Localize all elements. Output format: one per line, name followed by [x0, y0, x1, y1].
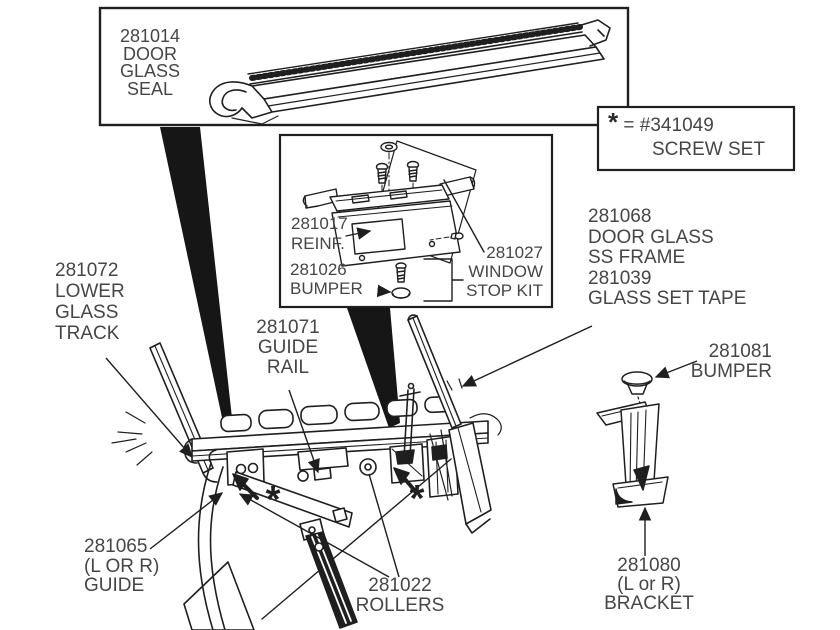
part-name: SCREW SET — [652, 139, 765, 160]
leader-guide-rail — [288, 389, 320, 474]
leader-lines — [105, 325, 698, 578]
roller-right — [359, 458, 377, 476]
part-number: 281068 — [588, 206, 652, 227]
asterisk-symbol: * — [608, 107, 619, 137]
callout-reinforcement: 281017 REINF. — [291, 214, 348, 254]
screw-marker-asterisk-right: * — [410, 478, 425, 520]
callout-window-stop-kit: 281027 WINDOW STOP KIT — [443, 243, 543, 300]
reinf-arrow — [345, 227, 372, 240]
burst-lines-left — [111, 411, 153, 466]
regulator-arms — [232, 458, 452, 629]
screw-markers: * * — [232, 467, 425, 521]
leader-rollers-left — [238, 493, 390, 578]
part-name: BUMPER — [690, 361, 772, 382]
upper-bumper-part — [621, 371, 653, 387]
part-number: 281039 — [588, 267, 652, 289]
part-name: REINF. — [291, 234, 345, 253]
part-number: 281026 — [290, 260, 347, 279]
part-number: 281071 — [256, 317, 320, 338]
guide-illustration — [183, 449, 255, 630]
callout-door-glass-seal: 281014 DOOR GLASS SEAL — [103, 26, 197, 98]
leader-lower-glass-track — [105, 357, 193, 459]
screw-set-box — [596, 105, 796, 172]
part-number: 281027 — [486, 243, 543, 262]
part-number: 281014 — [119, 26, 181, 46]
stop-post — [399, 382, 421, 459]
part-number: 281017 — [291, 214, 348, 233]
part-number: 281081 — [708, 341, 772, 362]
part-name: ROLLERS — [355, 595, 445, 616]
stop-kit-diagonal-leader — [443, 179, 485, 253]
regulator-assembly-illustration: * * — [111, 314, 502, 630]
stop-bumper-arrow — [376, 284, 392, 298]
callout-rollers: 281022 ROLLERS — [345, 576, 455, 616]
window-stop-kit-illustration — [302, 140, 485, 302]
leader-door-glass-frame — [461, 325, 593, 387]
callout-screw-set: * = #341049 SCREW SET — [608, 107, 765, 162]
callout-guide-rail: 281071 GUIDE RAIL — [250, 318, 326, 378]
leader-upper-bumper — [654, 360, 698, 379]
callout-door-glass-frame: 281068 DOOR GLASS SS FRAME 281039 GLASS … — [588, 206, 747, 309]
callout-guide: 281065 (L OR R) GUIDE — [84, 536, 160, 596]
door-glass-seal-illustration — [209, 19, 611, 125]
pointer-wedge-left — [160, 127, 232, 427]
pointer-wedge-right — [347, 308, 400, 428]
part-name: BUMPER — [290, 279, 363, 298]
leader-guide — [149, 492, 224, 550]
bracket-illustration — [596, 371, 669, 508]
part-number: 281080 — [617, 555, 681, 576]
equals-sign: = — [623, 115, 635, 136]
glass-set-tape-clips — [220, 395, 452, 433]
callout-lower-glass-track: 281072 LOWER GLASS TRACK — [55, 260, 125, 344]
seal-pointer-wedges — [160, 127, 400, 428]
part-number: 281022 — [368, 575, 432, 596]
door-glass-frame-illustration — [407, 314, 502, 534]
part-number: 281072 — [55, 260, 119, 281]
part-number: #341049 — [639, 115, 714, 136]
leader-rollers-right — [368, 473, 400, 578]
lower-glass-track-illustration — [149, 342, 218, 483]
callout-window-stop-bumper: 281026 BUMPER — [290, 260, 363, 298]
part-number: 281065 — [84, 536, 148, 557]
roller-middle — [297, 470, 309, 482]
callout-bracket: 281080 (L or R) BRACKET — [597, 556, 701, 613]
callout-upper-bumper: 281081 BUMPER — [672, 342, 772, 382]
